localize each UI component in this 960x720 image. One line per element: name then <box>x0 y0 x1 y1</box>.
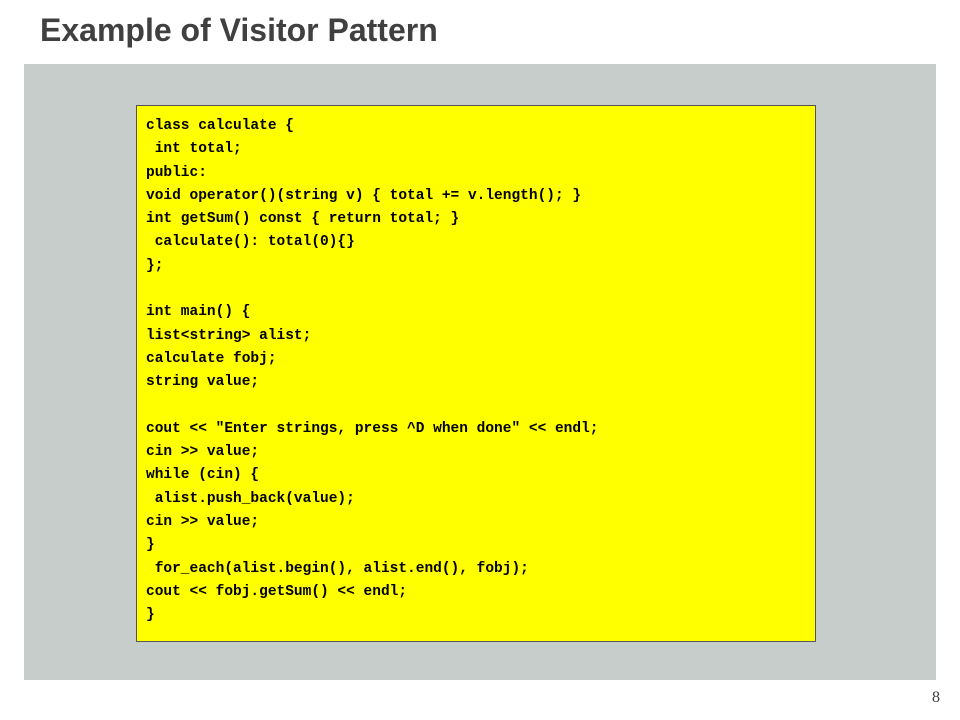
page-number: 8 <box>932 689 940 706</box>
slide-title: Example of Visitor Pattern <box>40 12 438 48</box>
code-line: string value; <box>146 374 260 391</box>
code-line-blank <box>146 395 815 418</box>
code-line: void operator()(string v) { total += v.l… <box>146 187 582 204</box>
code-line-blank <box>146 278 815 301</box>
code-line: int getSum() const { return total; } <box>146 211 460 228</box>
code-line: list<string> alist; <box>146 327 312 344</box>
code-line: cout << fobj.getSum() << endl; <box>146 583 408 600</box>
code-line: class calculate { <box>146 118 294 134</box>
code-line: for_each(alist.begin(), alist.end(), fob… <box>146 560 529 577</box>
code-line: }; <box>146 257 164 274</box>
code-line: alist.push_back(value); <box>146 490 355 507</box>
code-line: cin >> value; <box>146 444 260 461</box>
code-line: calculate(): total(0){} <box>146 234 355 251</box>
code-line: int main() { <box>146 304 251 321</box>
code-block: class calculate { int total; public: voi… <box>136 105 816 642</box>
code-line: public: <box>146 164 207 181</box>
code-line: } <box>146 607 155 624</box>
code-line: calculate fobj; <box>146 350 277 367</box>
code-line: while (cin) { <box>146 467 260 484</box>
code-line: cout << "Enter strings, press ^D when do… <box>146 420 599 437</box>
code-line: cin >> value; <box>146 514 260 531</box>
code-line: int total; <box>146 141 242 158</box>
code-line: } <box>146 537 155 554</box>
